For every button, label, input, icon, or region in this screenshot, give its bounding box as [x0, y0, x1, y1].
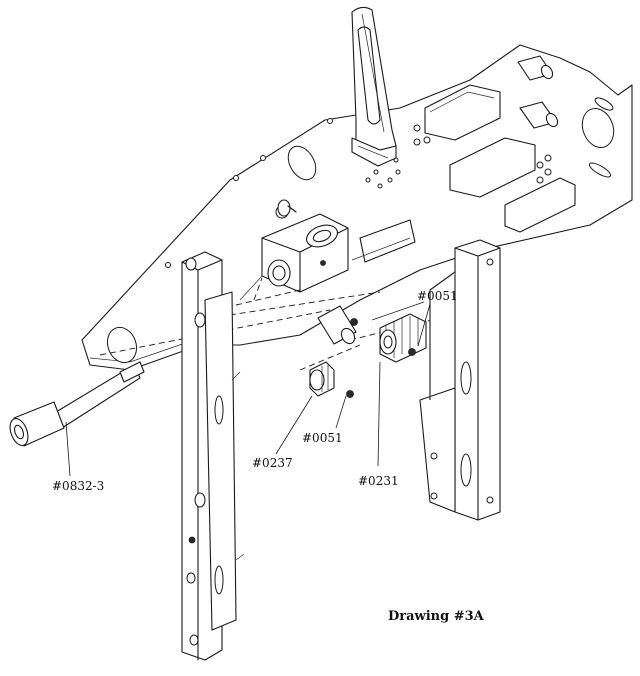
label-0832-3: #0832-3	[52, 479, 104, 493]
collar-0237	[309, 361, 335, 397]
label-0051-mid: #0051	[302, 431, 343, 445]
thumb-screw	[277, 199, 297, 217]
label-0231: #0231	[358, 474, 399, 488]
label-0051-top: #0051	[417, 289, 458, 303]
alignment-lines	[99, 277, 441, 371]
gear-0231	[379, 313, 427, 363]
left-vertical-rail	[181, 251, 245, 661]
set-screws-0051	[188, 318, 416, 544]
label-0237: #0237	[252, 456, 293, 470]
right-vertical-rail	[419, 239, 501, 521]
standoff-posts	[517, 55, 559, 129]
top-slotted-lever	[351, 6, 397, 167]
drawing-title: Drawing #3A	[388, 609, 485, 624]
leader-lines	[65, 301, 431, 477]
bearing-block	[239, 213, 349, 301]
handle-shaft	[9, 361, 145, 447]
shaft-pin	[317, 305, 357, 345]
